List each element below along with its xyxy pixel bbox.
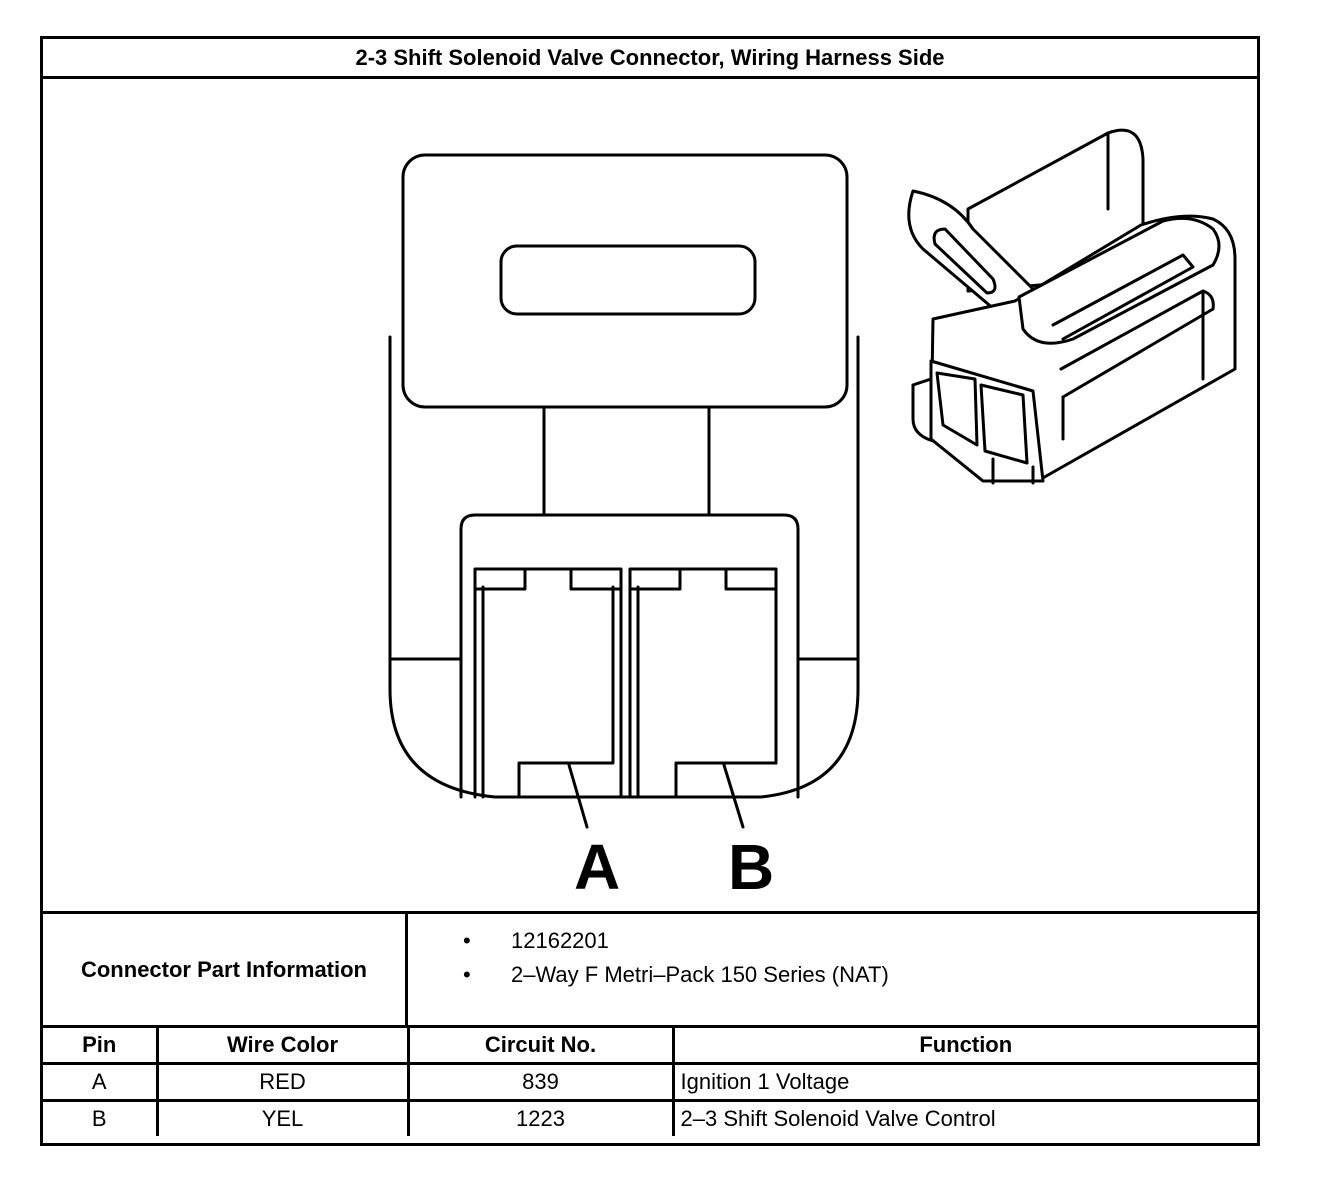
connector-part-info-label: Connector Part Information [43, 914, 408, 1025]
cell-function: Ignition 1 Voltage [671, 1062, 1257, 1102]
connector-frame: 2-3 Shift Solenoid Valve Connector, Wiri… [40, 36, 1260, 1146]
header-function: Function [671, 1025, 1257, 1065]
connector-face-view [388, 153, 860, 829]
header-circuit-no: Circuit No. [406, 1025, 675, 1065]
connector-isometric-view [907, 128, 1237, 485]
bullet-icon: • [463, 928, 471, 953]
part-number: 12162201 [511, 928, 609, 953]
connector-drawing: A B [388, 128, 1237, 903]
pin-table-header: Pin Wire Color Circuit No. Function [43, 1025, 1257, 1065]
cavity-b [628, 567, 778, 799]
cavity-a [473, 567, 623, 799]
bullet-icon: • [463, 962, 471, 987]
cell-function: 2–3 Shift Solenoid Valve Control [671, 1099, 1257, 1136]
table-row: A RED 839 Ignition 1 Voltage [43, 1062, 1257, 1102]
connector-type-item: • 2–Way F Metri–Pack 150 Series (NAT) [408, 958, 889, 992]
header-pin: Pin [43, 1025, 159, 1065]
cell-pin: A [43, 1062, 159, 1102]
connector-part-info: Connector Part Information • 12162201 • … [43, 911, 1257, 1028]
cell-wire-color: RED [155, 1062, 410, 1102]
connector-type: 2–Way F Metri–Pack 150 Series (NAT) [511, 962, 889, 987]
cell-circuit-no: 839 [406, 1062, 675, 1102]
diagram-title: 2-3 Shift Solenoid Valve Connector, Wiri… [43, 39, 1257, 79]
cell-pin: B [43, 1099, 159, 1136]
latch-slot [499, 244, 757, 316]
cell-circuit-no: 1223 [406, 1099, 675, 1136]
latch-tab [401, 153, 849, 409]
pin-label-b: B [728, 831, 774, 903]
part-number-item: • 12162201 [408, 924, 889, 958]
table-row: B YEL 1223 2–3 Shift Solenoid Valve Cont… [43, 1099, 1257, 1136]
pin-table: Pin Wire Color Circuit No. Function A RE… [43, 1025, 1257, 1136]
header-wire-color: Wire Color [155, 1025, 410, 1065]
connector-part-info-list: • 12162201 • 2–Way F Metri–Pack 150 Seri… [408, 924, 889, 992]
cell-wire-color: YEL [155, 1099, 410, 1136]
pin-label-a: A [574, 831, 620, 903]
connector-diagram: A B [43, 79, 1257, 911]
